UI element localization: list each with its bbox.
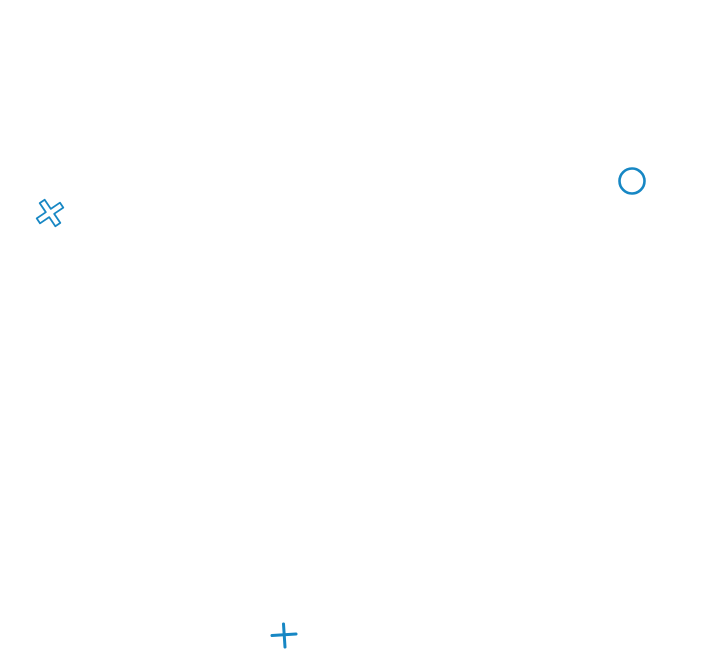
outlined-cross-icon [35, 198, 65, 228]
plus-icon [270, 622, 298, 649]
circle-outline-icon [618, 167, 646, 195]
